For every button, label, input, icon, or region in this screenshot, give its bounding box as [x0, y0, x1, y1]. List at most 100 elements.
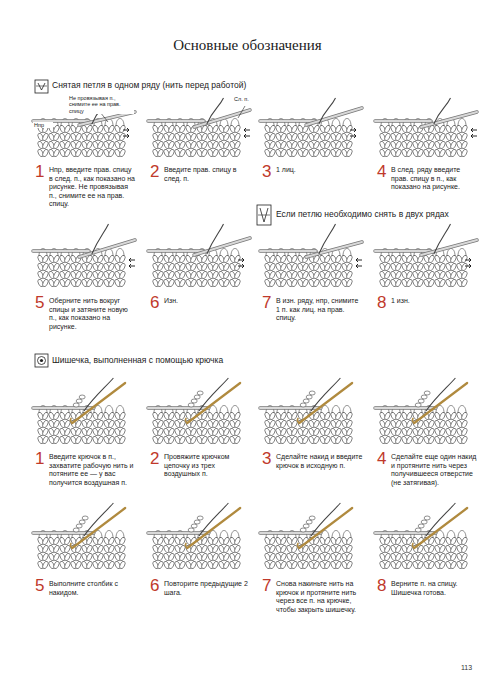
knit-stitch — [201, 278, 209, 287]
needle — [260, 119, 316, 122]
knit-stitch — [42, 140, 50, 149]
knit-stitch — [223, 148, 231, 157]
knit-stitch — [97, 536, 105, 545]
step-number: 5 — [35, 577, 49, 594]
knit-stitch — [346, 435, 354, 444]
knit-stitch — [291, 262, 299, 271]
knit-stitch — [179, 270, 187, 279]
knit-stitch — [42, 270, 50, 279]
knit-stitch — [324, 552, 332, 561]
knit-stitch — [384, 411, 392, 420]
needle-loop — [231, 249, 239, 257]
knit-stitch — [108, 262, 116, 271]
knit-stitch — [97, 278, 105, 287]
needle — [194, 238, 250, 255]
needle — [148, 119, 204, 122]
knit-stitch — [201, 132, 209, 141]
working-yarn — [319, 224, 336, 254]
knit-stitch — [346, 278, 354, 287]
knit-stitch — [439, 544, 447, 553]
step-number: 7 — [262, 294, 276, 311]
knit-stitch — [291, 124, 299, 133]
chain-loop — [73, 528, 79, 532]
knit-stitch — [212, 560, 220, 569]
knit-stitch — [157, 148, 165, 157]
knit-stitch — [42, 262, 50, 271]
knit-stitch — [190, 132, 198, 141]
knit-stitch — [313, 148, 321, 157]
knit-stitch — [223, 552, 231, 561]
knit-stitch — [223, 254, 231, 263]
knit-stitch — [75, 427, 83, 436]
knit-stitch — [201, 140, 209, 149]
knit-stitch — [428, 419, 436, 428]
working-yarn — [199, 503, 228, 536]
knit-stitch — [395, 435, 403, 444]
knit-stitch — [190, 140, 198, 149]
knit-stitch — [324, 411, 332, 420]
knit-stitch — [406, 552, 414, 561]
page-number: 113 — [461, 664, 483, 673]
knit-stitch — [168, 411, 176, 420]
symbol-box — [257, 205, 271, 225]
direction-arrow — [350, 128, 356, 132]
knit-stitch — [384, 132, 392, 141]
knit-stitch — [461, 278, 469, 287]
knit-stitch — [302, 552, 310, 561]
knit-stitch — [179, 254, 187, 263]
knit-stitch — [461, 254, 469, 263]
knit-stitch — [86, 560, 94, 569]
knit-stitch — [346, 148, 354, 157]
knit-stitch — [42, 278, 50, 287]
knit-stitch — [291, 148, 299, 157]
knit-stitch — [75, 262, 83, 271]
knit-stitch — [450, 254, 458, 263]
knit-stitch — [168, 278, 176, 287]
knit-stitch — [384, 148, 392, 157]
knit-stitch — [212, 427, 220, 436]
working-yarn — [434, 98, 451, 124]
step-caption: В след. ряду введите прав. спицу в п., к… — [391, 166, 479, 192]
knit-stitch — [269, 536, 277, 545]
knit-stitch — [234, 560, 242, 569]
knit-stitch — [439, 411, 447, 420]
knit-stitch — [324, 544, 332, 553]
knit-stitch — [280, 411, 288, 420]
knit-stitch — [212, 148, 220, 157]
knit-stitch — [439, 552, 447, 561]
step-number: 8 — [377, 577, 391, 594]
knit-stitch — [324, 419, 332, 428]
knit-stitch — [234, 148, 242, 157]
knit-stitch — [223, 132, 231, 141]
knit-stitch — [157, 411, 165, 420]
knit-stitch — [53, 435, 61, 444]
knit-stitch — [302, 560, 310, 569]
chain-loop — [309, 391, 315, 395]
knit-stitch — [53, 544, 61, 553]
knit-stitch — [168, 254, 176, 263]
direction-arrow — [471, 134, 477, 138]
needle — [306, 108, 362, 125]
needle — [260, 250, 316, 252]
knit-stitch — [179, 435, 187, 444]
knit-stitch — [450, 140, 458, 149]
knit-stitch — [395, 427, 403, 436]
needle — [33, 250, 89, 252]
knit-stitch — [119, 262, 127, 271]
needle — [79, 112, 135, 125]
knit-stitch — [313, 140, 321, 149]
step-caption: Нпр, введите прав. спицу в след. п., как… — [49, 166, 137, 209]
needle — [79, 112, 135, 125]
knit-stitch — [201, 435, 209, 444]
knit-stitch — [64, 560, 72, 569]
needle-loop — [343, 249, 351, 257]
needle-loop — [220, 249, 228, 257]
needle-loop — [105, 531, 113, 539]
knit-stitch — [108, 435, 116, 444]
needle — [194, 110, 250, 127]
knit-stitch — [384, 140, 392, 149]
knit-stitch — [450, 544, 458, 553]
step-caption: Верните п. на спицу. Шишечка готова. — [391, 580, 479, 597]
needle — [375, 120, 431, 122]
knit-stitch — [223, 419, 231, 428]
